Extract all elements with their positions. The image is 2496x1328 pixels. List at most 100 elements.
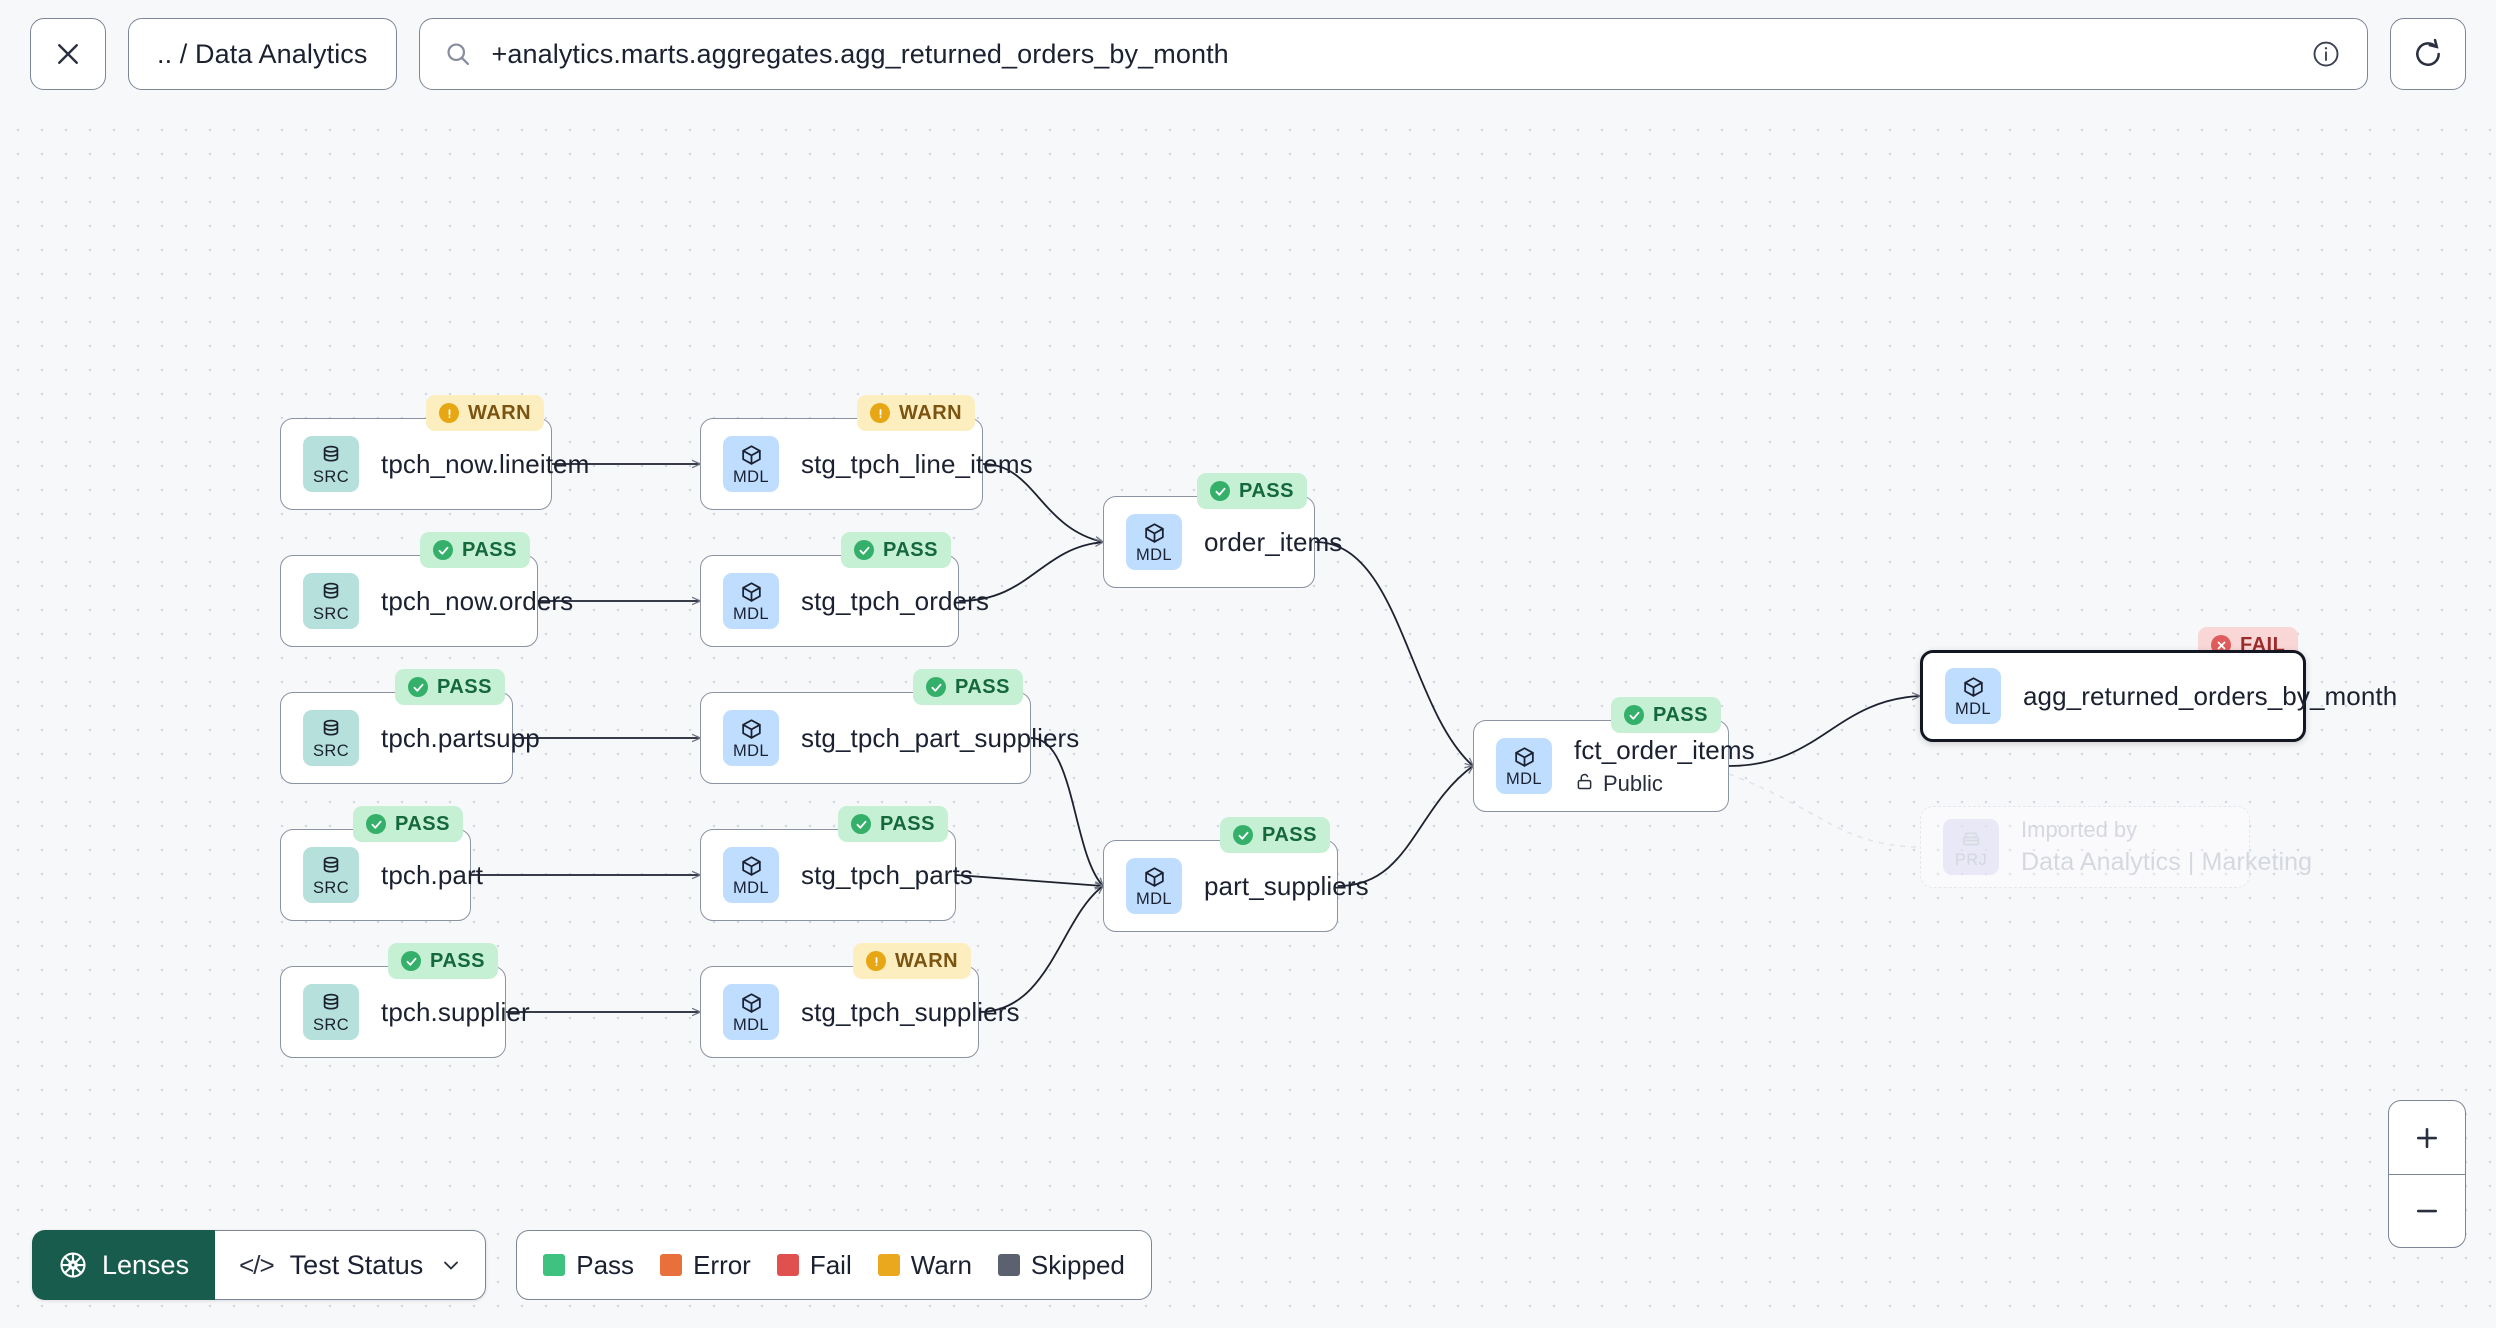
node-title: stg_tpch_parts: [801, 859, 973, 890]
node-kind-label: SRC: [312, 879, 350, 898]
mdl-type-icon: MDL: [723, 710, 779, 766]
node-kind-label: MDL: [732, 742, 770, 761]
status-badge-mdl_orders[interactable]: PASS: [841, 532, 951, 568]
legend-item-error[interactable]: Error: [660, 1250, 751, 1281]
lineage-node-src_lineitem[interactable]: SRC tpch_now.lineitem: [280, 418, 590, 510]
status-badge-src_partsupp[interactable]: PASS: [395, 669, 505, 705]
legend-label: Error: [693, 1249, 751, 1280]
status-label: PASS: [1239, 479, 1294, 502]
lineage-node-mdl_orders[interactable]: MDL stg_tpch_orders: [700, 555, 989, 647]
node-title: stg_tpch_suppliers: [801, 996, 1020, 1027]
close-button[interactable]: [30, 18, 106, 90]
zoom-in-button[interactable]: [2389, 1101, 2465, 1174]
status-badge-src_lineitem[interactable]: WARN: [426, 395, 545, 431]
legend-item-warn[interactable]: Warn: [877, 1250, 972, 1281]
legend-item-skipped[interactable]: Skipped: [997, 1250, 1125, 1281]
lenses-button[interactable]: Lenses: [32, 1230, 216, 1300]
status-badge-mdl_fct_order_items[interactable]: PASS: [1611, 697, 1721, 733]
src-type-icon: SRC: [303, 436, 359, 492]
node-kind-label: MDL: [1135, 890, 1173, 909]
mdl-glyph-icon: [1512, 744, 1537, 770]
minus-icon: [2412, 1196, 2442, 1226]
mdl-type-icon: MDL: [723, 573, 779, 629]
status-badge-src_orders[interactable]: PASS: [420, 532, 530, 568]
node-text-block: part_suppliers: [1204, 871, 1369, 902]
legend-item-fail[interactable]: Fail: [776, 1250, 852, 1281]
status-badge-mdl_part_suppliers[interactable]: PASS: [913, 669, 1023, 705]
mdl-glyph-icon: [739, 990, 764, 1016]
mdl-type-icon: MDL: [723, 847, 779, 903]
legend-swatch-icon: [543, 1254, 566, 1276]
mdl-glyph-icon: [739, 442, 764, 468]
legend-item-pass[interactable]: Pass: [543, 1250, 634, 1281]
node-text-block: tpch_now.lineitem: [381, 448, 590, 480]
mdl-type-icon: MDL: [1126, 514, 1182, 570]
status-pass-icon: [854, 540, 874, 560]
node-kind-label: SRC: [312, 1016, 350, 1035]
refresh-button[interactable]: [2390, 18, 2466, 90]
node-kind-label: MDL: [1954, 700, 1992, 719]
src-glyph-icon: [319, 853, 343, 879]
src-type-icon: SRC: [303, 847, 359, 903]
status-badge-mdl_line_items[interactable]: WARN: [857, 395, 976, 431]
lineage-node-mdl_suppliers[interactable]: MDL stg_tpch_suppliers: [700, 966, 1020, 1058]
lineage-node-mdl_part_suppliers2[interactable]: MDL part_suppliers: [1103, 840, 1369, 932]
test-status-dropdown[interactable]: </> Test Status: [215, 1230, 487, 1300]
node-text-block: order_items: [1204, 526, 1343, 558]
status-pass-icon: [851, 814, 871, 834]
lineage-node-mdl_order_items[interactable]: MDL order_items: [1103, 496, 1343, 588]
src-glyph-icon: [319, 716, 343, 742]
src-glyph-icon: [319, 579, 343, 605]
search-value: +analytics.marts.aggregates.agg_returned…: [491, 38, 1229, 69]
status-legend: Pass Error Fail Warn Skipped: [516, 1230, 1152, 1300]
lineage-node-mdl_parts[interactable]: MDL stg_tpch_parts: [700, 829, 973, 921]
lineage-node-mdl_agg_returned[interactable]: MDL agg_returned_orders_by_month: [1920, 650, 2398, 742]
status-pass-icon: [1233, 825, 1253, 845]
status-badge-mdl_suppliers[interactable]: WARN: [853, 943, 972, 979]
node-title: tpch_now.lineitem: [381, 448, 590, 479]
status-label: PASS: [462, 538, 517, 561]
node-text-block: agg_returned_orders_by_month: [2023, 680, 2398, 712]
legend-label: Pass: [576, 1249, 635, 1280]
breadcrumb-button[interactable]: .. / Data Analytics: [128, 18, 397, 90]
status-badge-src_part[interactable]: PASS: [353, 806, 463, 842]
status-badge-mdl_order_items[interactable]: PASS: [1197, 473, 1307, 509]
status-warn-icon: [866, 951, 886, 971]
mdl-glyph-icon: [739, 853, 764, 879]
node-title: agg_returned_orders_by_month: [2023, 680, 2398, 711]
search-icon: [444, 40, 472, 68]
src-type-icon: SRC: [303, 573, 359, 629]
close-icon: [53, 39, 83, 69]
src-glyph-icon: [319, 442, 343, 468]
node-visibility-label: Public: [1603, 771, 1663, 796]
legend-swatch-icon: [997, 1254, 1020, 1276]
node-kind-label: SRC: [312, 605, 350, 624]
info-circle-icon[interactable]: [2311, 39, 2341, 69]
node-text-block: stg_tpch_suppliers: [801, 996, 1020, 1028]
mdl-type-icon: MDL: [723, 984, 779, 1040]
status-badge-mdl_parts[interactable]: PASS: [838, 806, 948, 842]
node-text-block: stg_tpch_orders: [801, 586, 989, 617]
node-kind-label: MDL: [1135, 546, 1173, 565]
status-badge-src_supplier[interactable]: PASS: [388, 943, 498, 979]
node-kind-label: MDL: [732, 879, 770, 898]
node-title: order_items: [1204, 526, 1343, 557]
status-label: PASS: [955, 675, 1010, 698]
mdl-glyph-icon: [739, 716, 764, 742]
zoom-out-button[interactable]: [2389, 1174, 2465, 1247]
status-badge-mdl_part_suppliers2[interactable]: PASS: [1220, 817, 1330, 853]
search-input[interactable]: +analytics.marts.aggregates.agg_returned…: [418, 18, 2368, 90]
node-kind-label: MDL: [732, 1016, 770, 1035]
status-label: PASS: [437, 675, 492, 698]
legend-swatch-icon: [660, 1254, 683, 1276]
